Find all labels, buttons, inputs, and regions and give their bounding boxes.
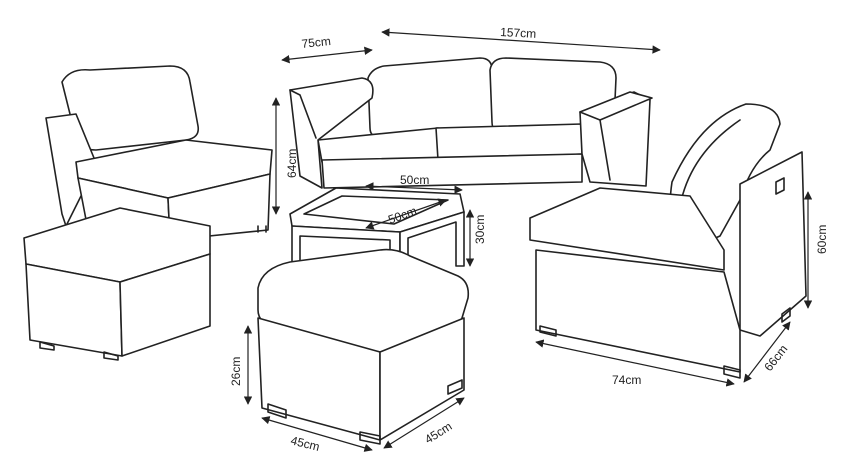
ottoman-depth-label: 45cm	[422, 419, 454, 446]
armless-chair-left	[45, 65, 273, 241]
large-ottoman	[257, 248, 470, 445]
chair-height-label: 60cm	[815, 225, 829, 254]
ottoman-width-label: 45cm	[289, 433, 321, 454]
sofa-depth-label: 75cm	[301, 34, 332, 51]
chair-depth-label: 66cm	[761, 342, 790, 374]
sofa	[289, 57, 653, 189]
chair-depth-line	[743, 321, 791, 383]
ottoman-depth-line	[383, 397, 465, 449]
sofa-height-label: 64cm	[285, 149, 299, 178]
ottoman-height-label: 26cm	[229, 357, 243, 386]
chair-width-label: 74cm	[612, 373, 641, 387]
chair-width-line	[535, 339, 735, 387]
table-height-label: 30cm	[473, 215, 487, 244]
sofa-width-label: 157cm	[500, 25, 537, 41]
table-width-label: 50cm	[400, 173, 429, 187]
dimension-lines	[243, 28, 813, 452]
small-ottoman	[23, 207, 211, 361]
table-depth-line	[365, 198, 447, 230]
sofa-depth-line	[281, 46, 373, 64]
sofa-width-line	[381, 28, 661, 54]
ottoman-width-line	[261, 416, 373, 452]
table-width-line	[365, 182, 463, 194]
